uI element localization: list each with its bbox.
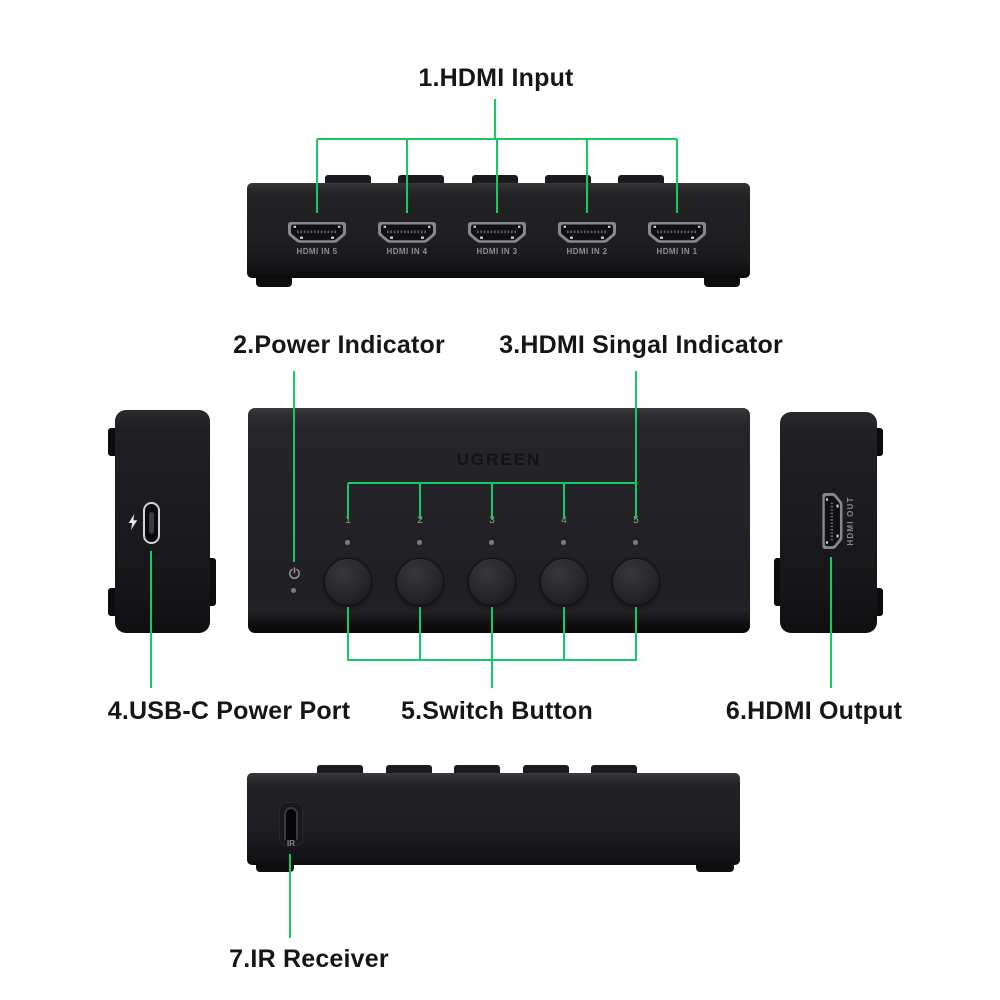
signal-led — [489, 540, 494, 545]
callout-label-switch-button: 5.Switch Button — [401, 697, 593, 725]
hdmi-port-icon — [467, 221, 527, 245]
hdmi-port-icon — [377, 221, 437, 245]
usb-c-port-slot — [149, 512, 154, 534]
device-foot-tab — [591, 765, 637, 775]
right-side-view: HDMI OUT — [780, 412, 877, 633]
left-side-view — [115, 410, 210, 633]
hdmi-input-port-3: HDMI IN 3 — [467, 221, 527, 256]
hdmi-port-icon — [647, 221, 707, 245]
device-foot-tab — [472, 175, 518, 185]
device-side-tab — [108, 588, 118, 616]
ir-label: IR — [287, 839, 295, 848]
callout-label-hdmi-input: 1.HDMI Input — [418, 64, 574, 92]
switch-button-3 — [468, 558, 516, 606]
hdmi-port-icon — [557, 221, 617, 245]
button-number: 3 — [489, 515, 495, 526]
callout-label-hdmi-output: 6.HDMI Output — [725, 697, 903, 725]
bottom-panel-view: IR — [247, 773, 740, 865]
device-foot-tab — [325, 175, 371, 185]
device-foot-tab — [386, 765, 432, 775]
hdmi-port-icon — [287, 221, 347, 245]
button-number: 1 — [345, 515, 351, 526]
front-panel-view: UGREEN 1 2 3 4 5 — [248, 408, 750, 633]
callout-label-usb-c-power-port: 4.USB-C Power Port — [107, 697, 351, 725]
callout-label-ir-receiver: 7.IR Receiver — [229, 945, 389, 973]
device-foot-tab — [317, 765, 363, 775]
button-number: 2 — [417, 515, 423, 526]
back-panel-view: HDMI IN 5 HDMI IN 4 HDMI IN 3 HDMI IN 2 … — [247, 183, 750, 278]
brand-logo: UGREEN — [456, 450, 542, 469]
switch-button-4 — [540, 558, 588, 606]
signal-led — [561, 540, 566, 545]
hdmi-output-port-icon — [821, 492, 845, 550]
hdmi-port-label: HDMI IN 1 — [656, 247, 698, 256]
hdmi-out-label: HDMI OUT — [846, 496, 855, 546]
button-number: 4 — [561, 515, 567, 526]
device-side-tab — [108, 428, 118, 456]
switch-button-5 — [612, 558, 660, 606]
hdmi-input-port-5: HDMI IN 5 — [287, 221, 347, 256]
callout-label-signal-indicator: 3.HDMI Singal Indicator — [499, 331, 783, 359]
device-foot-tab — [523, 765, 569, 775]
usb-c-port-icon — [143, 502, 160, 544]
signal-led — [345, 540, 350, 545]
hdmi-input-port-2: HDMI IN 2 — [557, 221, 617, 256]
hdmi-port-label: HDMI IN 4 — [386, 247, 428, 256]
device-foot-tab — [398, 175, 444, 185]
hdmi-input-port-4: HDMI IN 4 — [377, 221, 437, 256]
hdmi-port-label: HDMI IN 5 — [296, 247, 338, 256]
signal-led — [417, 540, 422, 545]
ir-receiver-arch — [284, 807, 298, 840]
hdmi-port-label: HDMI IN 3 — [476, 247, 518, 256]
hdmi-input-port-1: HDMI IN 1 — [647, 221, 707, 256]
ir-receiver-window-icon — [279, 802, 303, 846]
power-symbol-icon — [289, 567, 300, 579]
callout-label-power-indicator: 2.Power Indicator — [233, 331, 445, 359]
device-foot-tab — [618, 175, 664, 185]
device-foot-tab — [545, 175, 591, 185]
hdmi-port-label: HDMI IN 2 — [566, 247, 608, 256]
button-number: 5 — [633, 515, 639, 526]
switch-button-2 — [396, 558, 444, 606]
lightning-bolt-icon — [128, 514, 138, 530]
switch-button-1 — [324, 558, 372, 606]
signal-led — [633, 540, 638, 545]
power-led — [291, 588, 296, 593]
device-foot-tab — [454, 765, 500, 775]
